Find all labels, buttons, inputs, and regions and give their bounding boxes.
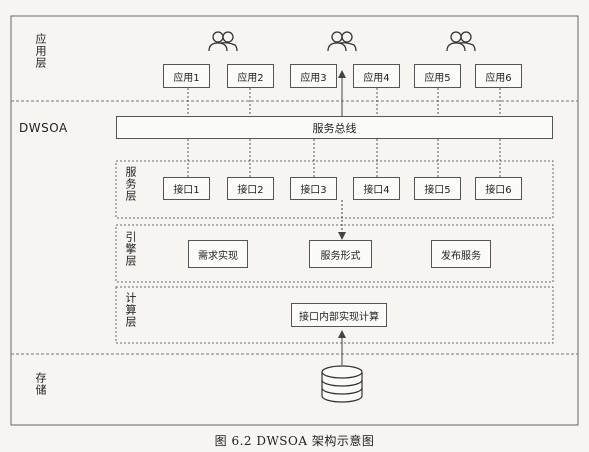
layer-label-engine: 引擎层 — [124, 231, 137, 267]
layer-label-dwsoa: DWSOA — [19, 121, 68, 135]
user-group-icon — [208, 31, 238, 52]
service-layer-panel — [115, 160, 554, 219]
arrow-head-compute — [338, 330, 346, 338]
app-box: 应用5 — [414, 64, 461, 88]
app-box: 应用3 — [290, 64, 337, 88]
interface-box: 接口4 — [353, 177, 400, 200]
arrow-head-up — [338, 70, 346, 78]
interface-box: 接口5 — [414, 177, 461, 200]
interface-box: 接口6 — [475, 177, 522, 200]
app-box: 应用4 — [353, 64, 400, 88]
database-icon — [321, 365, 363, 403]
interface-box: 接口3 — [290, 177, 337, 200]
layer-label-app: 应用层 — [34, 33, 47, 69]
arrow-head-down — [338, 232, 346, 240]
service-bus: 服务总线 — [116, 116, 553, 139]
interface-connectors — [187, 139, 501, 177]
app-box: 应用2 — [227, 64, 274, 88]
interface-box: 接口2 — [227, 177, 274, 200]
engine-box-service-form: 服务形式 — [309, 240, 372, 268]
compute-layer-panel — [115, 286, 554, 344]
compute-box: 接口内部实现计算 — [291, 303, 387, 327]
layer-label-service: 服务层 — [124, 166, 137, 202]
user-group-icon — [327, 31, 357, 52]
engine-layer-panel — [115, 224, 554, 283]
app-connectors — [187, 88, 501, 116]
app-box: 应用6 — [475, 64, 522, 88]
engine-box-publish: 发布服务 — [431, 240, 491, 268]
layer-label-compute: 计算层 — [124, 292, 137, 328]
user-group-icon — [446, 31, 476, 52]
app-box: 应用1 — [163, 64, 210, 88]
figure-caption: 图 6.2 DWSOA 架构示意图 — [214, 434, 375, 448]
interface-box: 接口1 — [163, 177, 210, 200]
engine-box-requirement: 需求实现 — [188, 240, 248, 268]
layer-label-storage: 存储 — [34, 372, 47, 396]
outer-frame — [10, 15, 579, 426]
